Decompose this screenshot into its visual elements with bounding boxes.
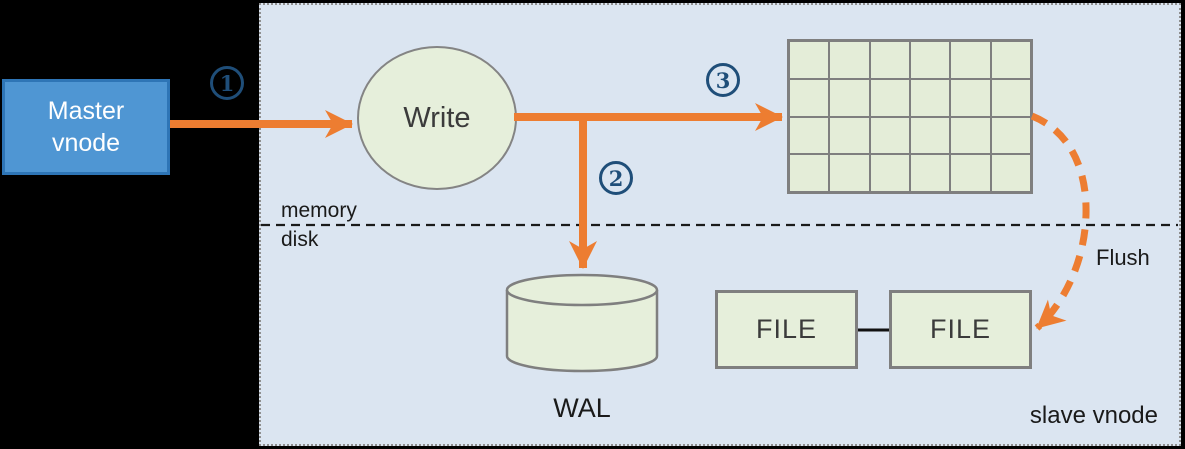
memtable-cell: [789, 41, 830, 79]
step-1-badge: 1: [210, 66, 244, 100]
write-node: Write: [357, 46, 517, 190]
memtable-cell: [789, 116, 830, 155]
memtable-grid: [787, 39, 1033, 194]
memtable-cell: [829, 154, 870, 192]
memtable-cell: [909, 154, 951, 192]
memory-layer-label: memory: [281, 199, 357, 222]
master-vnode-box: Master vnode: [2, 79, 170, 175]
memtable-cell: [990, 154, 1031, 192]
slave-vnode-label: slave vnode: [1029, 402, 1158, 429]
memtable-cell: [909, 78, 951, 117]
master-vnode-label: Master vnode: [47, 96, 125, 158]
wal-label: WAL: [553, 393, 611, 423]
file-box-1: FILE: [715, 290, 858, 369]
file-box-2-label: FILE: [929, 314, 992, 344]
file-box-2: FILE: [889, 290, 1032, 369]
file-box-1-label: FILE: [755, 314, 818, 344]
step-3-number: 3: [715, 67, 731, 93]
memtable-cell: [869, 116, 910, 155]
memtable-cell: [829, 41, 870, 79]
memtable-cell: [909, 116, 951, 155]
write-node-label: Write: [403, 101, 471, 134]
memtable-cell: [789, 78, 830, 117]
memtable-cell: [869, 78, 910, 117]
step-2-number: 2: [608, 165, 624, 191]
step-2-badge: 2: [599, 161, 633, 195]
step-3-badge: 3: [706, 63, 740, 97]
memtable-cell: [950, 154, 991, 192]
memtable-cell: [990, 78, 1031, 117]
memtable-cell: [869, 41, 910, 79]
disk-layer-label: disk: [281, 228, 319, 251]
memtable-cell: [789, 154, 830, 192]
step-1-number: 1: [219, 70, 235, 96]
memtable-cell: [829, 78, 870, 117]
memtable-cell: [990, 41, 1031, 79]
memtable-cell: [950, 41, 991, 79]
flush-label: Flush: [1096, 245, 1150, 270]
memtable-cell: [990, 116, 1031, 155]
memtable-cell: [950, 78, 991, 117]
memtable-cell: [829, 116, 870, 155]
memtable-cell: [909, 41, 951, 79]
memtable-cell: [869, 154, 910, 192]
memtable-cell: [950, 116, 991, 155]
